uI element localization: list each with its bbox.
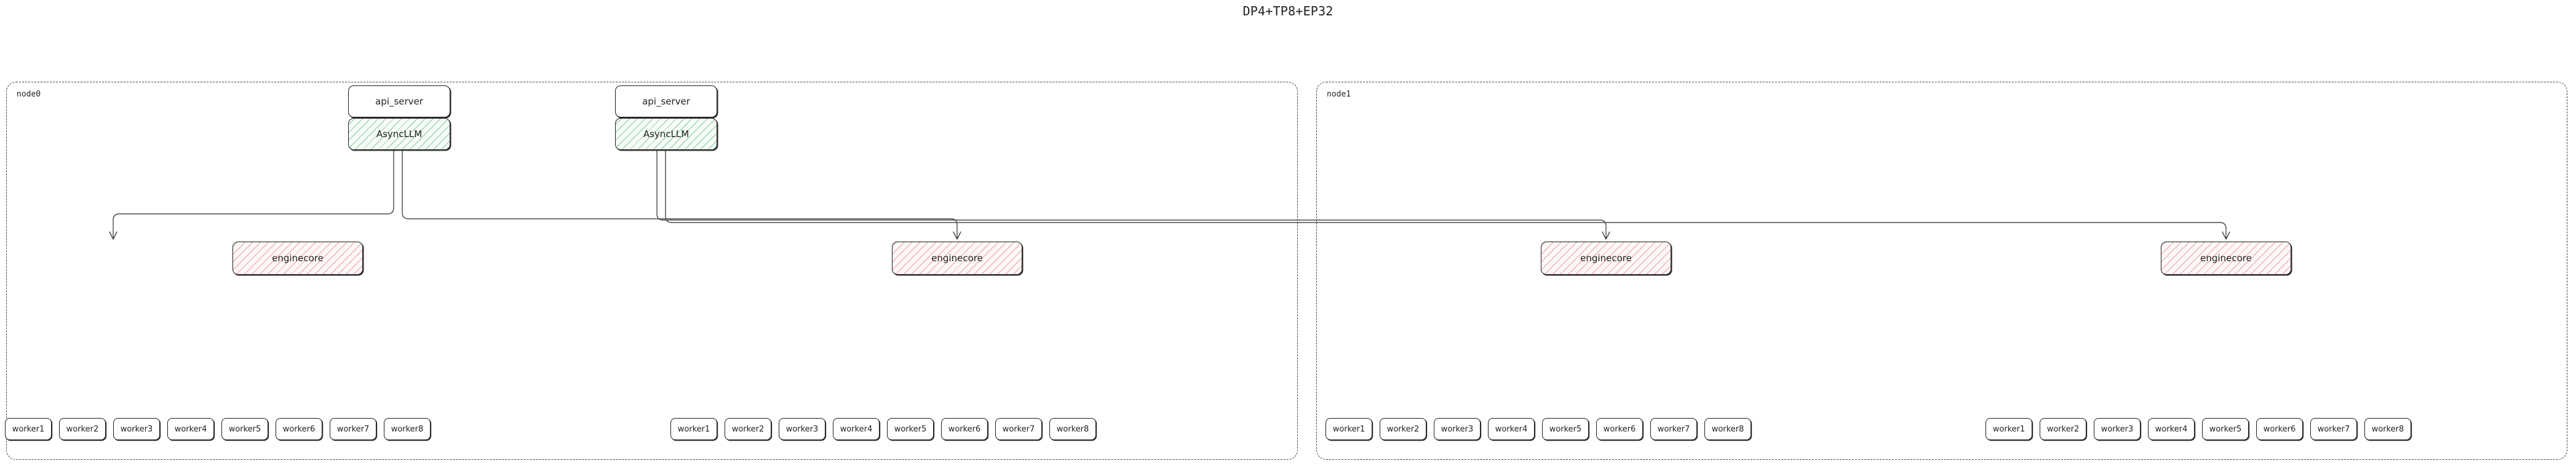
worker-box-label: worker4 [1495, 424, 1528, 434]
worker-box-label: worker8 [2371, 424, 2404, 434]
worker-box-label: worker1 [12, 424, 45, 434]
worker-box[interactable]: worker3 [113, 418, 160, 440]
worker-box[interactable]: worker7 [995, 418, 1042, 440]
worker-box[interactable]: worker6 [276, 418, 322, 440]
page-title: DP4+TP8+EP32 [1242, 4, 1334, 18]
asyncllm-box-label: AsyncLLM [376, 128, 423, 140]
worker-box-label: worker8 [391, 424, 424, 434]
worker-box[interactable]: worker1 [1326, 418, 1372, 440]
worker-box-label: worker6 [2263, 424, 2296, 434]
worker-box[interactable]: worker5 [1542, 418, 1589, 440]
worker-box-label: worker6 [1603, 424, 1636, 434]
worker-box[interactable]: worker3 [1434, 418, 1481, 440]
worker-box[interactable]: worker5 [221, 418, 268, 440]
worker-box-label: worker7 [1657, 424, 1690, 434]
enginecore-box-label: enginecore [2200, 253, 2252, 264]
worker-box[interactable]: worker8 [2364, 418, 2411, 440]
worker-box[interactable]: worker7 [330, 418, 376, 440]
enginecore-box[interactable]: enginecore [2161, 242, 2291, 275]
worker-box-label: worker6 [948, 424, 981, 434]
enginecore-box[interactable]: enginecore [1541, 242, 1671, 275]
cluster-label-node1: node1 [1327, 90, 1351, 99]
worker-box[interactable]: worker4 [167, 418, 214, 440]
worker-box[interactable]: worker2 [1380, 418, 1426, 440]
worker-box[interactable]: worker2 [2040, 418, 2086, 440]
api-server-box[interactable]: api_server [615, 85, 717, 117]
cluster-node1: node1 [1316, 82, 2567, 460]
worker-box-label: worker3 [2101, 424, 2134, 434]
worker-box[interactable]: worker5 [887, 418, 934, 440]
worker-box[interactable]: worker8 [1049, 418, 1096, 440]
worker-box-label: worker4 [174, 424, 207, 434]
worker-box[interactable]: worker4 [833, 418, 880, 440]
enginecore-box-label: enginecore [931, 253, 983, 264]
worker-box[interactable]: worker7 [2310, 418, 2357, 440]
worker-box-label: worker3 [785, 424, 819, 434]
worker-box-label: worker1 [677, 424, 710, 434]
worker-box[interactable]: worker4 [2148, 418, 2195, 440]
worker-box[interactable]: worker5 [2202, 418, 2249, 440]
worker-box-label: worker5 [1549, 424, 1582, 434]
worker-box-label: worker7 [2317, 424, 2350, 434]
worker-box-label: worker4 [2155, 424, 2188, 434]
api-server-box[interactable]: api_server [348, 85, 450, 117]
asyncllm-box[interactable]: AsyncLLM [348, 118, 450, 150]
worker-box[interactable]: worker1 [5, 418, 52, 440]
worker-box-label: worker3 [1441, 424, 1474, 434]
worker-box[interactable]: worker6 [2256, 418, 2303, 440]
worker-box[interactable]: worker2 [59, 418, 106, 440]
worker-box-label: worker1 [1332, 424, 1366, 434]
api-server-box-label: api_server [375, 96, 423, 107]
worker-box[interactable]: worker3 [2094, 418, 2141, 440]
worker-box-label: worker8 [1711, 424, 1744, 434]
worker-box[interactable]: worker7 [1650, 418, 1697, 440]
worker-box-label: worker2 [2046, 424, 2080, 434]
enginecore-box[interactable]: enginecore [233, 242, 363, 275]
api-server-box-label: api_server [642, 96, 690, 107]
worker-box[interactable]: worker1 [670, 418, 717, 440]
worker-box[interactable]: worker4 [1488, 418, 1535, 440]
worker-box-label: worker3 [120, 424, 153, 434]
worker-box-label: worker7 [336, 424, 370, 434]
enginecore-box-label: enginecore [272, 253, 324, 264]
worker-box[interactable]: worker3 [779, 418, 825, 440]
worker-box[interactable]: worker6 [941, 418, 988, 440]
worker-box[interactable]: worker2 [725, 418, 771, 440]
worker-box[interactable]: worker8 [384, 418, 431, 440]
worker-box-label: worker1 [1992, 424, 2025, 434]
worker-box-label: worker5 [228, 424, 261, 434]
worker-box[interactable]: worker6 [1596, 418, 1643, 440]
enginecore-box-label: enginecore [1580, 253, 1632, 264]
worker-box-label: worker5 [2209, 424, 2242, 434]
cluster-label-node0: node0 [17, 90, 41, 99]
worker-box-label: worker2 [1386, 424, 1420, 434]
asyncllm-box[interactable]: AsyncLLM [615, 118, 717, 150]
worker-box-label: worker2 [731, 424, 765, 434]
enginecore-box[interactable]: enginecore [892, 242, 1022, 275]
worker-box-label: worker5 [894, 424, 927, 434]
worker-box-label: worker8 [1056, 424, 1089, 434]
cluster-node0: node0 [6, 82, 1298, 460]
asyncllm-box-label: AsyncLLM [643, 128, 690, 140]
worker-box-label: worker4 [840, 424, 873, 434]
worker-box-label: worker7 [1002, 424, 1035, 434]
worker-box-label: worker2 [66, 424, 99, 434]
worker-box-label: worker6 [282, 424, 316, 434]
worker-box[interactable]: worker8 [1704, 418, 1751, 440]
worker-box[interactable]: worker1 [1986, 418, 2032, 440]
